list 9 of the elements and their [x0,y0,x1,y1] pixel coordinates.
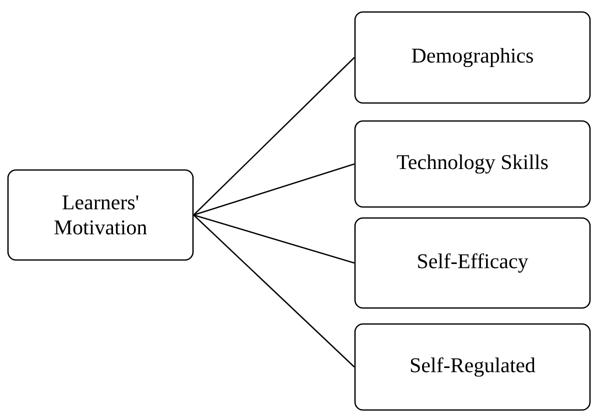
text-box: Learners' Motivation [7,169,194,261]
connector-line [193,214,355,264]
text-box: Self-Efficacy [354,217,591,309]
text-box: Demographics [354,11,591,104]
connector-line [193,163,355,216]
text-box: Self-Regulated [354,323,591,411]
connector-line [193,214,355,368]
text-box: Technology Skills [354,120,591,208]
connector-line [193,57,355,216]
